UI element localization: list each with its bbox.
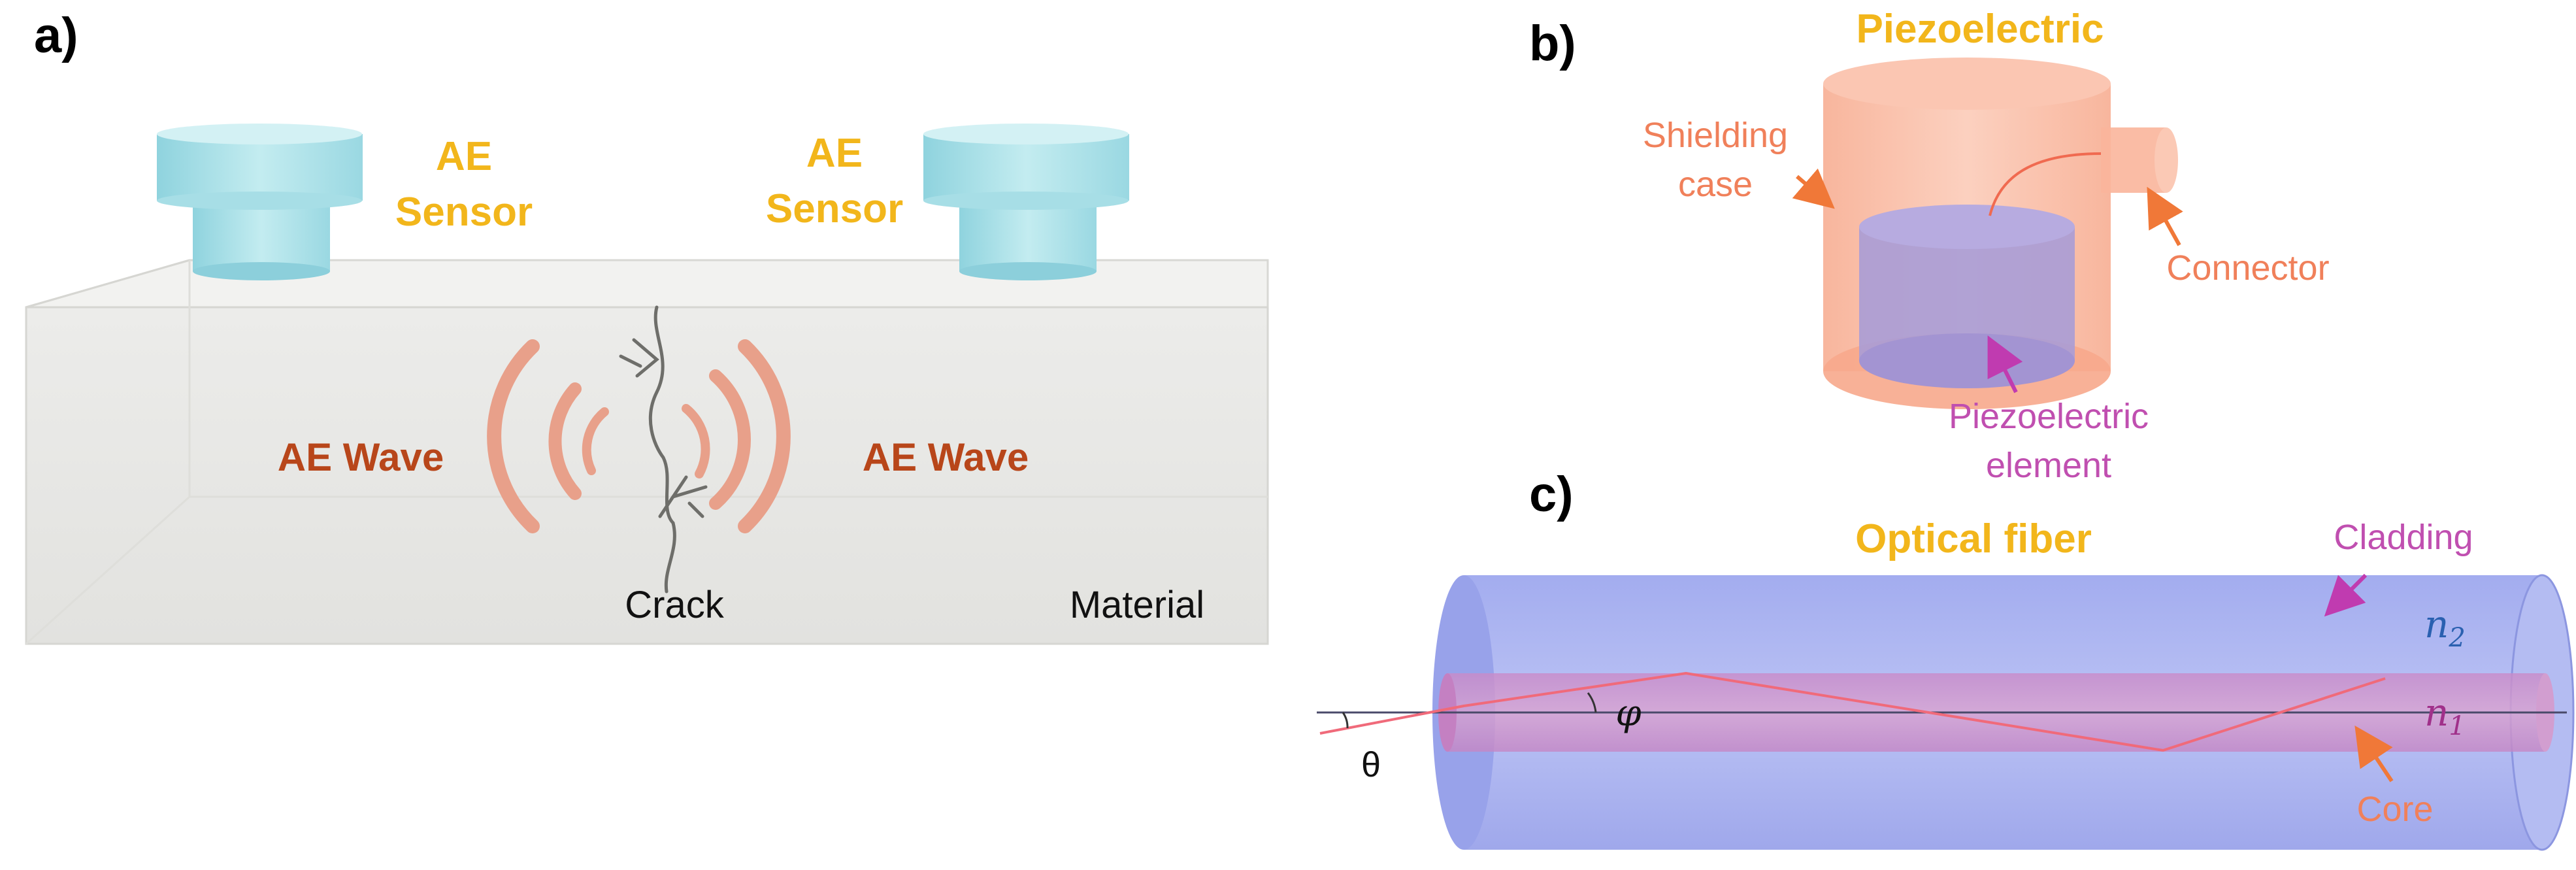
cladding-label: Cladding <box>2334 518 2473 557</box>
shielding-label-1: Shielding <box>1643 116 1788 155</box>
panel-a: a) AE Sensor AE Sensor <box>25 8 1269 645</box>
core-label: Core <box>2356 790 2433 829</box>
panel-b: b) Piezoelectric Shielding case Connecto… <box>1529 7 2330 485</box>
cladding-arrow <box>2324 573 2368 617</box>
light-ray <box>1319 671 2386 752</box>
panel-a-label: a) <box>34 8 78 63</box>
connector-arrow <box>2147 186 2183 246</box>
ae-sensor-right-label-2: Sensor <box>766 186 903 231</box>
piezoelectric-element <box>1859 205 2075 388</box>
panel-c-label: c) <box>1529 467 1574 522</box>
connector-label: Connector <box>2166 248 2329 288</box>
ae-wave-right-label: AE Wave <box>863 435 1029 479</box>
core-arrow <box>2354 726 2394 782</box>
ae-wave-left-label: AE Wave <box>278 435 444 479</box>
material-label: Material <box>1070 584 1204 626</box>
element-label-1: Piezoelectric <box>1949 397 2149 436</box>
connector <box>2101 127 2178 193</box>
wire <box>1989 152 2102 216</box>
panel-b-label: b) <box>1529 16 1576 71</box>
ae-sensor-left-label-1: AE <box>436 134 492 179</box>
n1-label: n1 <box>2424 690 2466 741</box>
shielding-label-2: case <box>1678 165 1753 204</box>
ae-wave-left <box>487 339 609 533</box>
element-label-2: element <box>1986 446 2111 485</box>
element-arrow <box>1987 335 2023 393</box>
theta-label: θ <box>1361 745 1381 784</box>
material-block <box>25 259 1269 645</box>
optical-fiber-title: Optical fiber <box>1855 516 2092 561</box>
ae-sensor-left-label-2: Sensor <box>395 190 533 235</box>
ae-sensor-right <box>923 124 1129 280</box>
ae-wave-right <box>682 339 791 533</box>
crack-line <box>619 305 708 594</box>
phi-label: φ <box>1615 692 1641 735</box>
ae-sensor-right-label-1: AE <box>806 131 863 176</box>
theta-arc <box>1342 712 1349 729</box>
shielding-arrow <box>1792 168 1835 209</box>
ae-sensor-left <box>157 124 363 280</box>
n2-label: n2 <box>2424 602 2466 653</box>
panel-c: c) Optical fiber φ θ Cladding n2 n1 Core <box>1317 467 2575 851</box>
phi-arc <box>1587 692 1597 713</box>
piezoelectric-title: Piezoelectric <box>1856 7 2104 52</box>
crack-label: Crack <box>625 584 724 626</box>
